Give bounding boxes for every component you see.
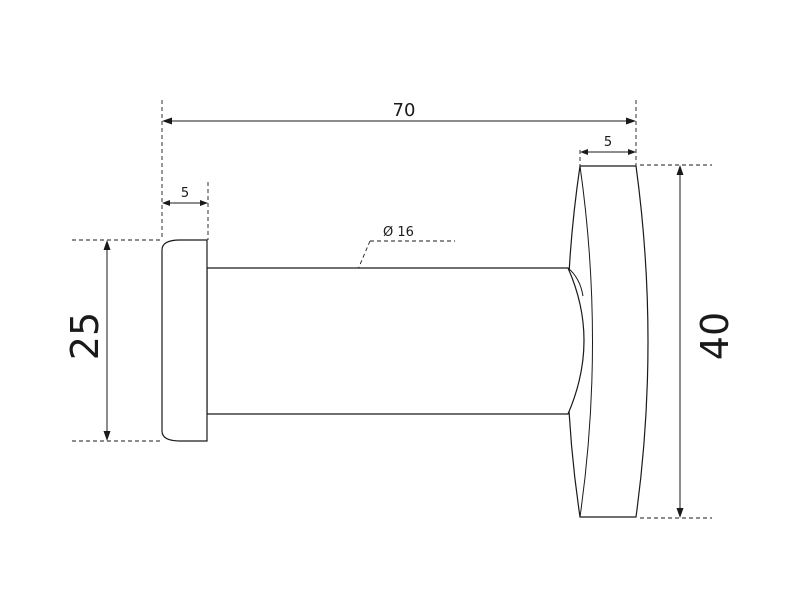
dimension-cap-height: 25 xyxy=(63,240,111,441)
left-cap-body xyxy=(161,239,208,442)
arrow-head-top xyxy=(103,240,111,250)
dimension-overall-length: 70 xyxy=(162,100,636,125)
arrow-head-right xyxy=(200,200,208,206)
arrow-head-right xyxy=(628,149,636,155)
arrow-head-bottom xyxy=(676,508,684,518)
label-cap-height: 25 xyxy=(63,312,107,360)
label-left-cap-width: 5 xyxy=(181,186,189,201)
label-base-height: 40 xyxy=(693,312,737,360)
arrow-head-top xyxy=(676,165,684,175)
dimension-base-height: 40 xyxy=(676,165,737,518)
shaft-body xyxy=(206,267,585,415)
dimension-left-cap-width: 5 xyxy=(162,186,208,206)
arrow-head-bottom xyxy=(103,431,111,441)
shaft xyxy=(206,267,585,415)
dimension-right-base-width: 5 xyxy=(580,135,636,155)
diameter-leader-diagonal xyxy=(333,240,371,327)
arrow-head-left xyxy=(580,149,588,155)
left-cap xyxy=(161,239,208,442)
arrow-head-right xyxy=(626,117,636,125)
arrow-head-left xyxy=(162,200,170,206)
base-disc-front-edge xyxy=(579,165,593,518)
label-overall-length: 70 xyxy=(393,100,416,121)
shaft-fillet-top xyxy=(567,267,584,297)
label-right-base-width: 5 xyxy=(604,135,612,150)
arrow-head-left xyxy=(162,117,172,125)
label-shaft-diameter: Ø 16 xyxy=(383,225,414,240)
